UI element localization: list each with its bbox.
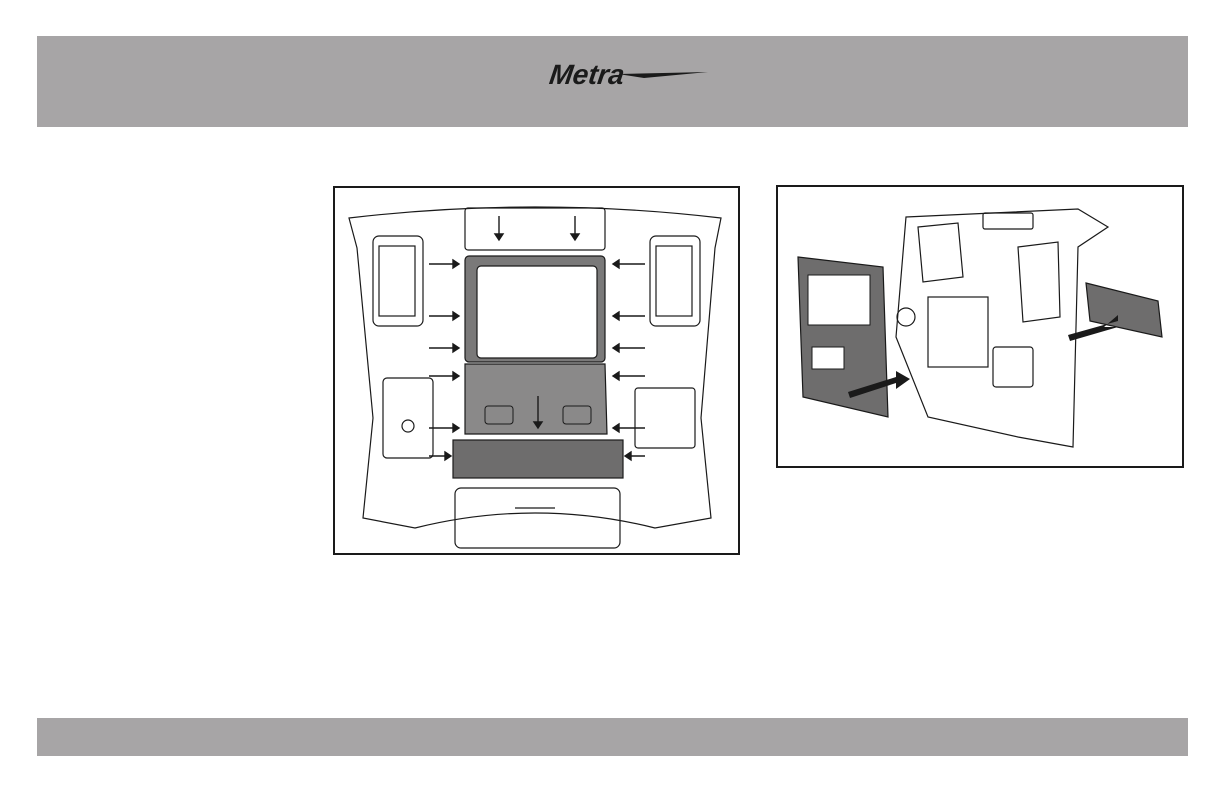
dash-kit-installation-figure [776, 185, 1184, 468]
svg-text:Metra: Metra [548, 59, 627, 90]
metra-logo-icon: Metra [548, 58, 710, 94]
footer-bar [37, 718, 1188, 756]
dash-screw-locations-figure [333, 186, 740, 555]
